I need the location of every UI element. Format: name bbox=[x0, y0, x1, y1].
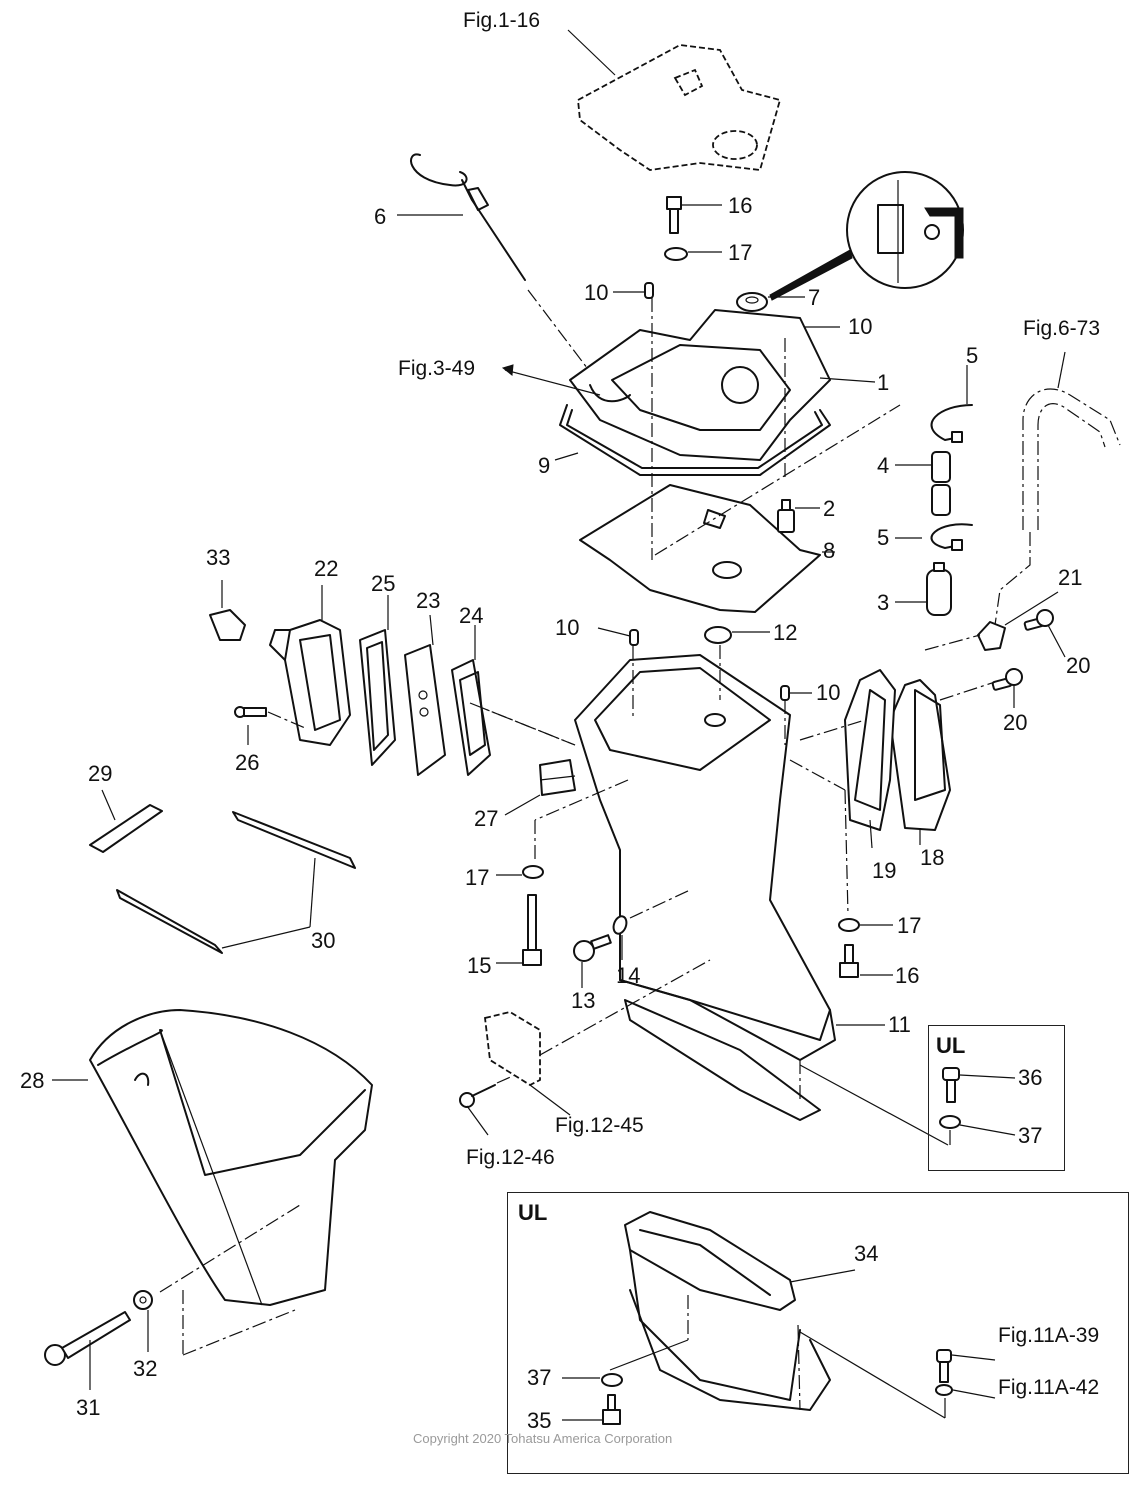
callout-24[interactable]: 24 bbox=[459, 603, 484, 628]
callout-10a[interactable]: 10 bbox=[584, 280, 609, 305]
plug-part-2 bbox=[777, 499, 820, 533]
callout-17c[interactable]: 17 bbox=[897, 913, 922, 938]
plates-18-19 bbox=[799, 669, 951, 849]
callout-3[interactable]: 3 bbox=[877, 590, 890, 615]
callout-6[interactable]: 6 bbox=[374, 204, 387, 229]
ul-small-inset-box bbox=[928, 1025, 1065, 1171]
callout-7[interactable]: 7 bbox=[808, 285, 821, 310]
bolt-washer-13-14 bbox=[573, 889, 691, 988]
bolt-washer-left bbox=[496, 865, 544, 966]
bolt-washer-top bbox=[664, 196, 722, 261]
callout-25[interactable]: 25 bbox=[371, 571, 396, 596]
ul-large-inset-parts bbox=[562, 1211, 996, 1425]
fig-ref-12-45[interactable]: Fig.12-45 bbox=[555, 1114, 644, 1137]
fig-ref-3-49[interactable]: Fig.3-49 bbox=[398, 357, 476, 380]
fig-ref-11a-39[interactable]: Fig.11A-39 bbox=[998, 1324, 1100, 1347]
gasket-fig-1-16 bbox=[567, 29, 782, 171]
callout-22[interactable]: 22 bbox=[314, 556, 339, 581]
seal-pins-top bbox=[613, 282, 840, 335]
detail-magnifier bbox=[769, 171, 964, 301]
ul-large-inset-title: UL bbox=[518, 1200, 548, 1225]
callout-34[interactable]: 34 bbox=[854, 1241, 879, 1266]
bolt-washer-31-32 bbox=[44, 1290, 153, 1390]
fig-ref-1-16[interactable]: Fig.1-16 bbox=[463, 9, 541, 32]
callout-5b[interactable]: 5 bbox=[877, 525, 890, 550]
callout-9[interactable]: 9 bbox=[538, 453, 551, 478]
callout-23[interactable]: 23 bbox=[416, 588, 441, 613]
callout-20a[interactable]: 20 bbox=[1066, 653, 1091, 678]
callout-2[interactable]: 2 bbox=[823, 496, 836, 521]
callout-19[interactable]: 19 bbox=[872, 858, 897, 883]
bolt-washer-right bbox=[838, 918, 893, 978]
callout-29[interactable]: 29 bbox=[88, 761, 113, 786]
bracket-bolts-20-21 bbox=[924, 591, 1066, 708]
copyright-text: Copyright 2020 Tohatsu America Corporati… bbox=[413, 1431, 673, 1446]
callout-10b[interactable]: 10 bbox=[848, 314, 873, 339]
ul-small-inset-parts bbox=[939, 1067, 1016, 1145]
ul-small-inset-title: UL bbox=[936, 1033, 966, 1058]
callout-4[interactable]: 4 bbox=[877, 453, 890, 478]
callout-1[interactable]: 1 bbox=[877, 370, 890, 395]
callout-5a[interactable]: 5 bbox=[966, 343, 979, 368]
bracket-fig-12-45 bbox=[459, 959, 711, 1136]
fig-ref-12-46[interactable]: Fig.12-46 bbox=[466, 1146, 555, 1169]
fig-ref-6-73[interactable]: Fig.6-73 bbox=[1023, 317, 1101, 340]
callout-21[interactable]: 21 bbox=[1058, 565, 1083, 590]
fig-ref-11a-42[interactable]: Fig.11A-42 bbox=[998, 1376, 1100, 1399]
rubber-mount-27 bbox=[504, 759, 576, 816]
ul-large-inset-box bbox=[507, 1192, 1129, 1474]
callout-13[interactable]: 13 bbox=[571, 988, 596, 1013]
hose-filter-set bbox=[895, 365, 973, 616]
seal-strips bbox=[89, 789, 356, 954]
lower-cover-28 bbox=[52, 1009, 373, 1356]
callout-10d[interactable]: 10 bbox=[816, 680, 841, 705]
callout-27[interactable]: 27 bbox=[474, 806, 499, 831]
gasket-8 bbox=[579, 404, 901, 613]
callout-12[interactable]: 12 bbox=[773, 620, 798, 645]
callout-18[interactable]: 18 bbox=[920, 845, 945, 870]
callout-17a[interactable]: 17 bbox=[728, 240, 753, 265]
callout-10c[interactable]: 10 bbox=[555, 615, 580, 640]
seal-ring bbox=[554, 404, 831, 476]
callout-33[interactable]: 33 bbox=[206, 545, 231, 570]
hose-fig-6-73 bbox=[994, 351, 1121, 626]
callout-20b[interactable]: 20 bbox=[1003, 710, 1028, 735]
callout-14[interactable]: 14 bbox=[616, 963, 641, 988]
callout-16a[interactable]: 16 bbox=[728, 193, 753, 218]
callout-35[interactable]: 35 bbox=[527, 1408, 552, 1433]
callout-31[interactable]: 31 bbox=[76, 1395, 101, 1420]
callout-36[interactable]: 36 bbox=[1018, 1065, 1043, 1090]
callout-15[interactable]: 15 bbox=[467, 953, 492, 978]
callout-28[interactable]: 28 bbox=[20, 1068, 45, 1093]
callout-30[interactable]: 30 bbox=[311, 928, 336, 953]
callout-37a[interactable]: 37 bbox=[1018, 1123, 1043, 1148]
dipstick-part bbox=[397, 153, 601, 386]
callout-26[interactable]: 26 bbox=[235, 750, 260, 775]
intake-cover-assembly bbox=[209, 580, 576, 776]
callout-11[interactable]: 11 bbox=[888, 1012, 911, 1037]
callout-32[interactable]: 32 bbox=[133, 1356, 158, 1381]
callout-8[interactable]: 8 bbox=[823, 538, 836, 563]
callout-17b[interactable]: 17 bbox=[465, 865, 490, 890]
callout-37b[interactable]: 37 bbox=[527, 1365, 552, 1390]
seal-pins-mid bbox=[597, 626, 812, 701]
callout-16b[interactable]: 16 bbox=[895, 963, 920, 988]
upper-mount-plate bbox=[501, 298, 876, 560]
